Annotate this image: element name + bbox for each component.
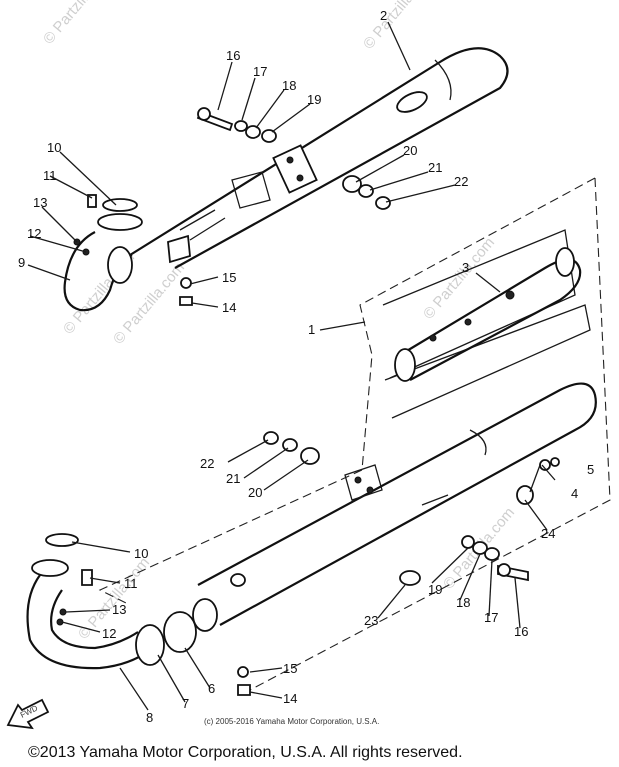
callout-16-lower: 16 bbox=[514, 624, 528, 639]
callout-19-upper: 19 bbox=[307, 92, 321, 107]
lower-header-pipe bbox=[26, 533, 218, 670]
callout-13-upper: 13 bbox=[33, 195, 47, 210]
callout-23: 23 bbox=[364, 613, 378, 628]
callout-5: 5 bbox=[587, 462, 594, 477]
callout-2: 2 bbox=[380, 8, 387, 23]
callout-3: 3 bbox=[462, 260, 469, 275]
callout-20-upper: 20 bbox=[403, 143, 417, 158]
callout-22-lower: 22 bbox=[200, 456, 214, 471]
callout-17-lower: 17 bbox=[484, 610, 498, 625]
assembly-outline bbox=[98, 177, 611, 691]
leader-lines bbox=[27, 21, 556, 711]
callout-22-upper: 22 bbox=[454, 174, 468, 189]
callout-7: 7 bbox=[182, 696, 189, 711]
copyright-footer: ©2013 Yamaha Motor Corporation, U.S.A. A… bbox=[28, 744, 463, 761]
callout-1: 1 bbox=[308, 322, 315, 337]
callout-10-lower: 10 bbox=[134, 546, 148, 561]
callouts: 2 16 17 18 19 20 21 22 10 11 13 12 9 15 … bbox=[18, 8, 594, 725]
lower-hardware bbox=[56, 431, 560, 696]
callout-4: 4 bbox=[571, 486, 578, 501]
callout-12-lower: 12 bbox=[102, 626, 116, 641]
callout-24: 24 bbox=[541, 526, 555, 541]
callout-8: 8 bbox=[146, 710, 153, 725]
callout-11-upper: 11 bbox=[43, 168, 57, 183]
callout-15-lower: 15 bbox=[283, 661, 297, 676]
upper-hardware bbox=[73, 107, 391, 306]
watermark-right: © Partzilla.com bbox=[420, 234, 498, 322]
callout-20-lower: 20 bbox=[248, 485, 262, 500]
upper-header-pipe bbox=[63, 198, 143, 312]
callout-10-upper: 10 bbox=[47, 140, 61, 155]
callout-9: 9 bbox=[18, 255, 25, 270]
callout-17-upper: 17 bbox=[253, 64, 267, 79]
callout-11-lower: 11 bbox=[124, 576, 138, 591]
callout-13-lower: 13 bbox=[112, 602, 126, 617]
copyright-small: (c) 2005-2016 Yamaha Motor Corporation, … bbox=[204, 717, 379, 726]
callout-12-upper: 12 bbox=[27, 226, 41, 241]
watermark-top-left: © Partzilla.com bbox=[40, 0, 118, 48]
callout-18-upper: 18 bbox=[282, 78, 296, 93]
front-direction-arrow: FWD bbox=[6, 698, 50, 730]
callout-19-lower: 19 bbox=[428, 582, 442, 597]
callout-21-upper: 21 bbox=[428, 160, 442, 175]
callout-14-lower: 14 bbox=[283, 691, 297, 706]
callout-15-upper: 15 bbox=[222, 270, 236, 285]
callout-21-lower: 21 bbox=[226, 471, 240, 486]
inner-baffle bbox=[382, 229, 591, 419]
lower-muffler bbox=[197, 382, 597, 626]
callout-16-upper: 16 bbox=[226, 48, 240, 63]
callout-18-lower: 18 bbox=[456, 595, 470, 610]
callout-14-upper: 14 bbox=[222, 300, 236, 315]
upper-muffler bbox=[129, 47, 509, 269]
callout-6: 6 bbox=[208, 681, 215, 696]
